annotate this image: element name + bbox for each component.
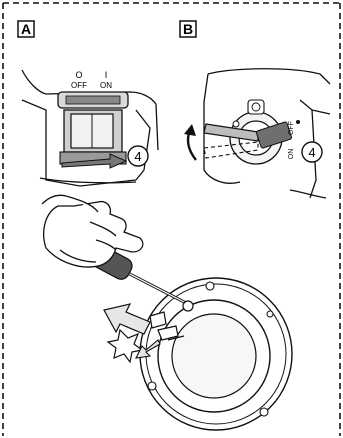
panel-a-on-label: ON	[100, 81, 112, 90]
panel-a-off-label: OFF	[71, 81, 87, 90]
off-dot	[296, 120, 300, 124]
panel-b: B	[180, 21, 330, 198]
step-4-number-b: 4	[308, 145, 315, 160]
screw-hole-left	[148, 382, 156, 390]
screw-hole-right	[260, 408, 268, 416]
step-4-number-a: 4	[134, 149, 141, 164]
circular-flange	[140, 278, 292, 430]
rotation-arrow-icon	[184, 124, 196, 160]
pry-direction-arrow-icon	[104, 304, 150, 334]
screw-hole-upper-right	[267, 311, 273, 317]
panel-a-off-symbol: O	[75, 70, 82, 80]
panel-a-on-symbol: I	[105, 70, 108, 80]
hand-illustration	[42, 195, 143, 267]
panel-a-label: A	[21, 21, 31, 37]
panel-b-label: B	[183, 21, 193, 37]
power-switch	[58, 92, 128, 164]
removal-illustration	[42, 195, 292, 430]
panel-a: A O OFF I ON 4	[18, 21, 158, 186]
step-4-badge-a: 4	[128, 146, 148, 166]
step-4-badge-b: 4	[302, 142, 322, 162]
panel-b-on-label: ON	[288, 149, 295, 160]
screw-hole-top	[206, 282, 214, 290]
panel-b-off-label: OFF	[288, 121, 295, 135]
